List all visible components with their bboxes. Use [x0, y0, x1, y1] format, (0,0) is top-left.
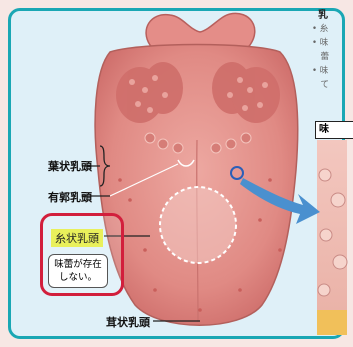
ito-note: 味蕾が存在 しない。: [48, 254, 108, 288]
right-line: て: [312, 78, 353, 92]
right-heading: 乳: [318, 6, 328, 21]
magnify-circle: [160, 187, 236, 263]
right-line: 蕾: [312, 50, 353, 64]
right-line: • 糸: [312, 22, 353, 36]
right-box-label: 味: [315, 121, 353, 139]
ito-note-line1: 味蕾が存在: [49, 258, 107, 271]
label-ito: 糸状乳頭: [51, 229, 103, 247]
label-jiyo: 茸状乳頭: [106, 314, 150, 330]
ito-note-line2: しない。: [49, 271, 107, 284]
right-text: • 糸 • 味 蕾 • 味 て: [312, 22, 353, 92]
right-line: • 味: [312, 36, 353, 50]
label-yukaku: 有郭乳頭: [48, 189, 92, 205]
cell-illustration: [317, 140, 347, 335]
label-yojo: 葉状乳頭: [48, 158, 92, 174]
right-line: • 味: [312, 64, 353, 78]
